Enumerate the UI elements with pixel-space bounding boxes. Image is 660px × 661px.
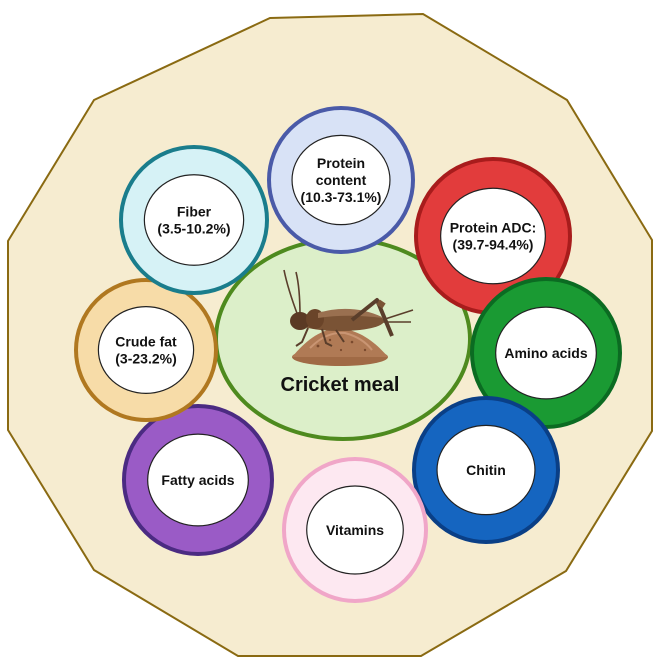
- protein-content-label-line: content: [316, 172, 367, 188]
- protein-content-label-line: (10.3-73.1%): [301, 189, 382, 205]
- crude-fat-label-line: Crude fat: [115, 334, 177, 350]
- node-crude-fat: Crude fat(3-23.2%): [76, 280, 216, 420]
- node-fatty-acids: Fatty acids: [124, 406, 272, 554]
- amino-acids-label-line: Amino acids: [504, 345, 587, 361]
- fiber-label-line: (3.5-10.2%): [157, 221, 230, 237]
- protein-adc-label-line: Protein ADC:: [450, 220, 537, 236]
- node-chitin: Chitin: [414, 398, 558, 542]
- crude-fat-label-line: (3-23.2%): [115, 351, 176, 367]
- protein-adc-label-line: (39.7-94.4%): [453, 237, 534, 253]
- node-fiber: Fiber(3.5-10.2%): [121, 147, 267, 293]
- vitamins-label-line: Vitamins: [326, 522, 384, 538]
- fatty-acids-label-line: Fatty acids: [161, 472, 234, 488]
- protein-content-label-line: Protein: [317, 155, 365, 171]
- node-vitamins: Vitamins: [284, 459, 426, 601]
- chitin-label-line: Chitin: [466, 462, 506, 478]
- center-title: Cricket meal: [281, 374, 400, 396]
- fiber-label-line: Fiber: [177, 204, 212, 220]
